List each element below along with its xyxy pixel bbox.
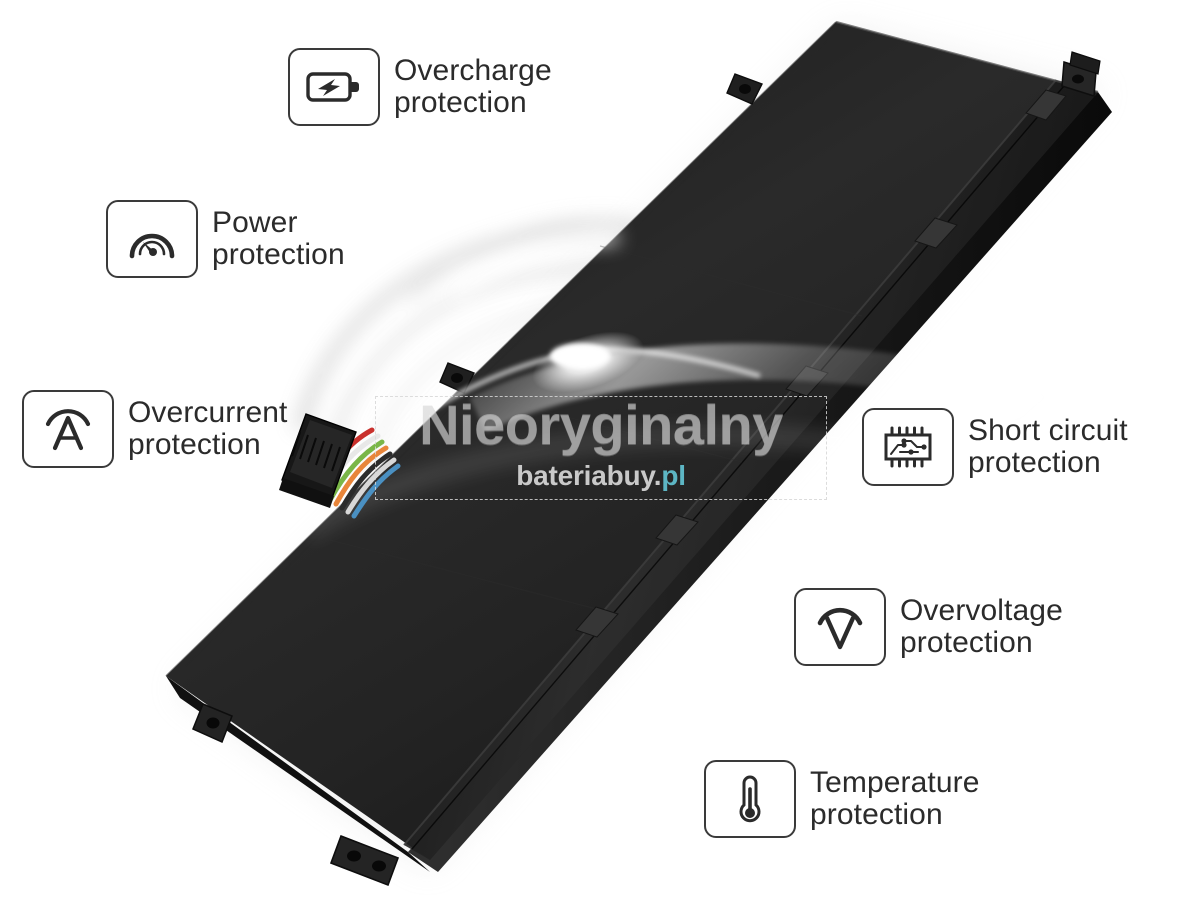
feature-overcurrent-label: Overcurrent protection (128, 395, 288, 461)
feature-temperature-label: Temperature protection (810, 765, 980, 831)
battery-bolt-icon (306, 72, 359, 102)
watermark-domain-name: bateriabuy. (516, 460, 662, 491)
overvoltage-icon-box (794, 588, 886, 666)
watermark-domain: bateriabuy.pl (375, 460, 827, 492)
watermark: Nieoryginalny bateriabuy.pl (375, 393, 827, 500)
mount-tab-bottom (329, 834, 400, 887)
feature-short-circuit-protection: Short circuit protection (862, 408, 1128, 486)
thermometer-icon (739, 775, 761, 823)
background-swoosh (292, 215, 908, 471)
power-icon-box (106, 200, 198, 278)
volt-arc-icon (817, 607, 863, 650)
overcharge-icon-box (288, 48, 380, 126)
specular-flare (428, 231, 761, 413)
battery-rail-notches (575, 89, 1067, 638)
feature-overcurrent-protection: Overcurrent protection (22, 390, 287, 468)
watermark-domain-tld: pl (661, 460, 686, 491)
short-circuit-icon-box (862, 408, 954, 486)
watermark-title: Nieoryginalny (419, 393, 783, 456)
mount-tab-mid-left (439, 362, 475, 394)
ampere-arc-icon (45, 409, 91, 451)
mount-tab-upper-left (726, 73, 763, 105)
feature-overvoltage-label: Overvoltage protection (900, 593, 1063, 659)
gauge-icon (129, 233, 175, 259)
watermark-dashed-frame (375, 396, 827, 500)
mount-tab-lower-left (192, 703, 233, 744)
mount-tab-top-right (1061, 51, 1101, 97)
feature-overcharge-label: Overcharge protection (394, 53, 552, 119)
feature-overcharge-protection: Overcharge protection (288, 48, 552, 126)
feature-power-protection: Power protection (106, 200, 345, 278)
chip-icon (884, 426, 932, 468)
ribbon-cable-connector (279, 413, 401, 519)
feature-short-circuit-label: Short circuit protection (968, 413, 1128, 479)
feature-power-label: Power protection (212, 205, 345, 271)
overcurrent-icon-box (22, 390, 114, 468)
temperature-icon-box (704, 760, 796, 838)
feature-temperature-protection: Temperature protection (704, 760, 980, 838)
feature-overvoltage-protection: Overvoltage protection (794, 588, 1063, 666)
